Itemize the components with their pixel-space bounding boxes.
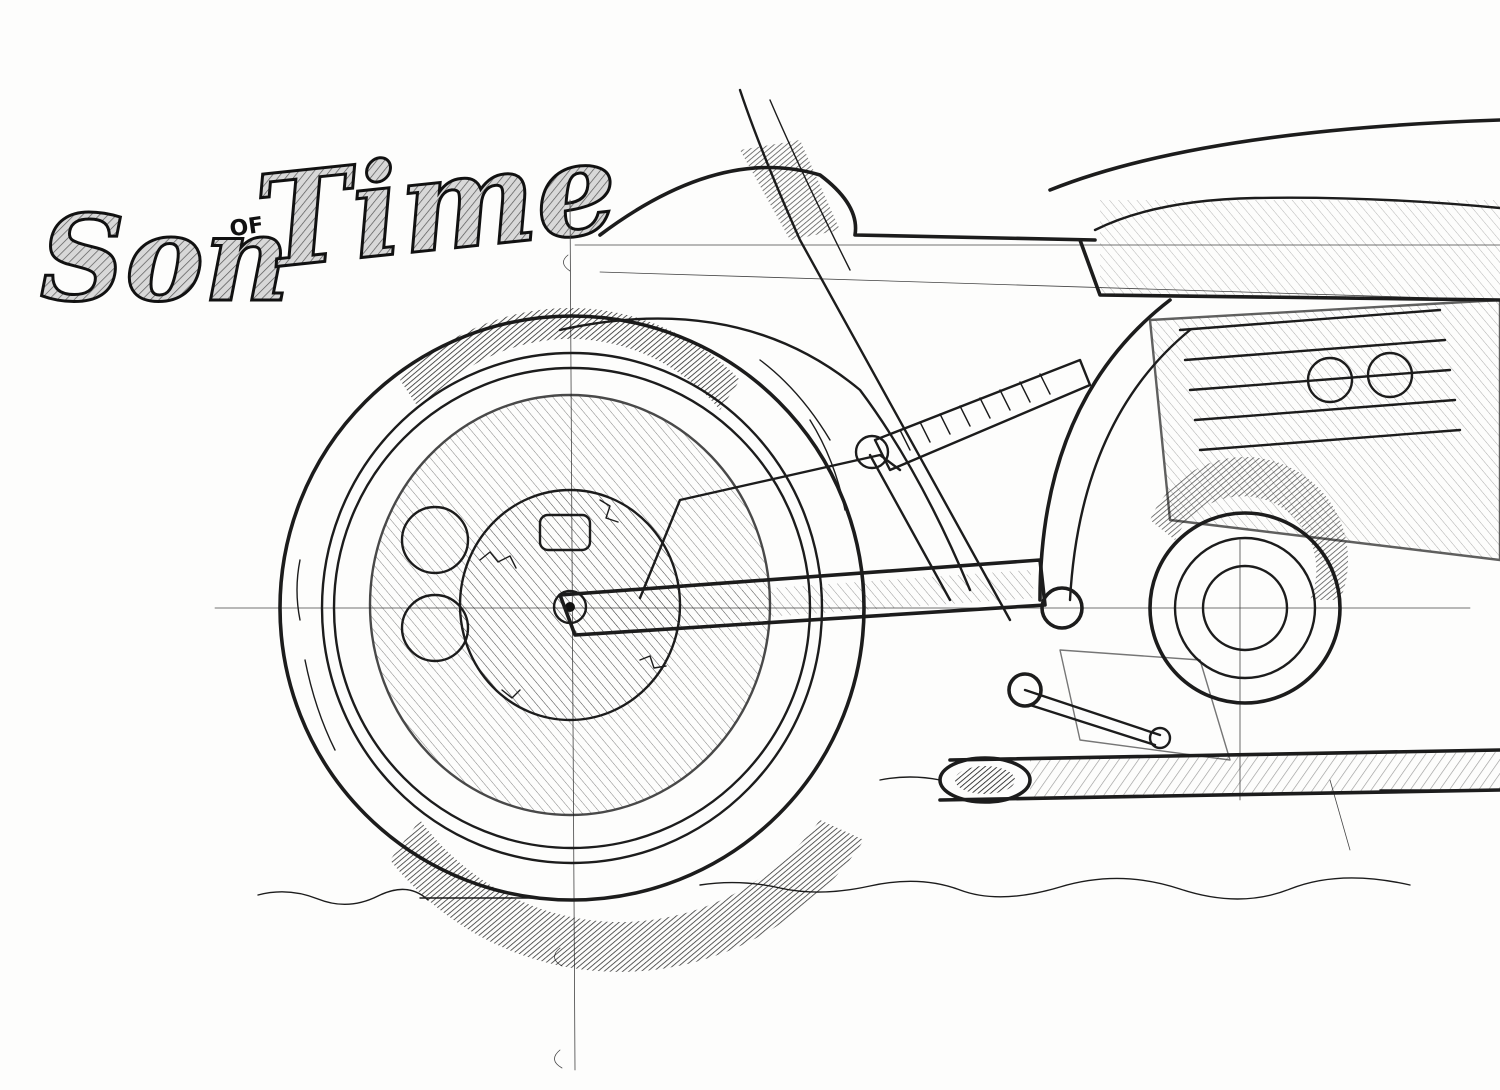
exhaust <box>879 748 1500 804</box>
logo-word-son: Son <box>40 189 290 328</box>
logo: Son OF Time <box>39 110 626 329</box>
rear-shock <box>854 358 1092 472</box>
swingarm <box>558 453 1047 637</box>
brake-disc <box>400 488 682 722</box>
engine <box>1059 298 1500 761</box>
tail-section <box>558 88 1097 622</box>
logo-word-of: OF <box>228 213 265 242</box>
frame-and-seat <box>1038 118 1500 602</box>
logo-word-time: Time <box>250 112 624 299</box>
footrest-linkage <box>1007 586 1172 750</box>
